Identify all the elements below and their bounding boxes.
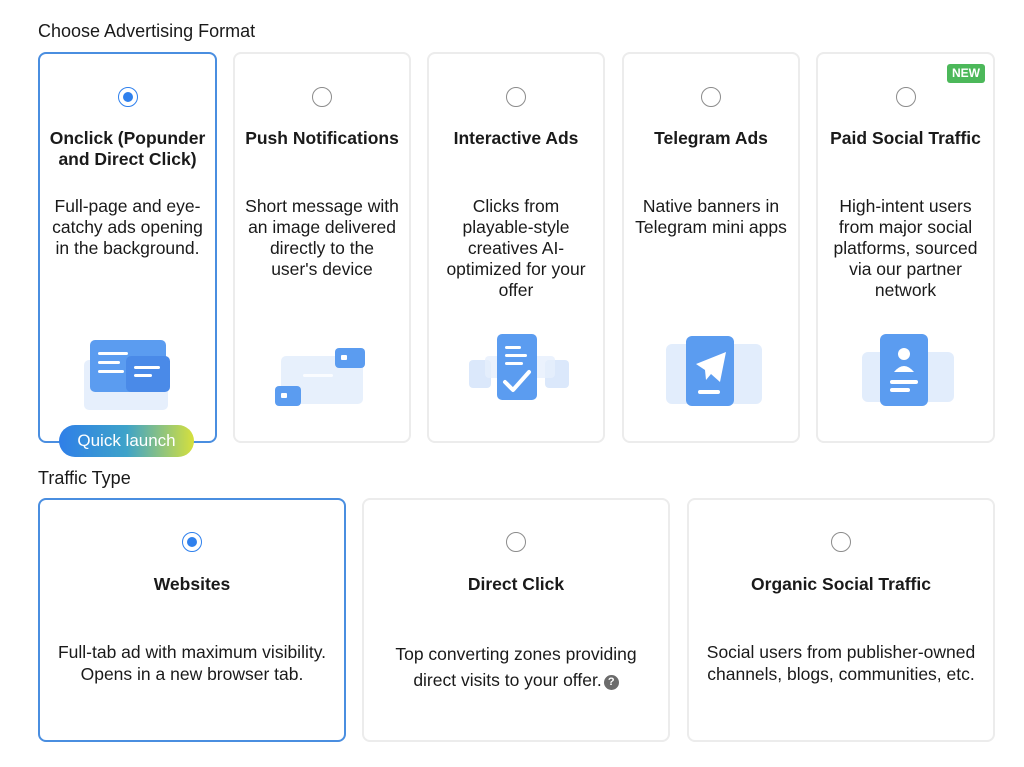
card-title: Onclick (Popunder and Direct Click): [49, 128, 206, 169]
telegram-ads-radio[interactable]: [701, 87, 721, 107]
advertising-format-heading: Choose Advertising Format: [38, 21, 256, 41]
paid-social-traffic-radio[interactable]: [896, 87, 916, 107]
traffic-card-websites[interactable]: Websites Full-tab ad with maximum visibi…: [38, 498, 346, 742]
card-description: Top converting zones providing direct vi…: [395, 644, 637, 690]
checklist-document-icon: [469, 334, 569, 400]
card-title: Telegram Ads: [654, 128, 768, 148]
card-description: Full-page and eye-catchy ads opening in …: [52, 196, 203, 258]
card-description: High-intent users from major social plat…: [833, 196, 978, 300]
quick-launch-badge: Quick launch: [59, 425, 194, 457]
notification-popups-icon: [275, 348, 365, 406]
onclick-radio[interactable]: [118, 87, 138, 107]
card-title: Push Notifications: [245, 128, 399, 148]
format-card-push-notifications[interactable]: Push Notifications Short message with an…: [233, 52, 411, 443]
push-notifications-radio[interactable]: [312, 87, 332, 107]
card-title: Interactive Ads: [453, 128, 579, 148]
card-title: Paid Social Traffic: [830, 128, 981, 148]
organic-social-traffic-radio[interactable]: [831, 532, 851, 552]
format-card-onclick[interactable]: Onclick (Popunder and Direct Click) Full…: [38, 52, 217, 443]
card-description: Native banners in Telegram mini apps: [635, 196, 787, 237]
help-icon[interactable]: ?: [603, 675, 619, 690]
new-badge: NEW: [947, 64, 985, 83]
card-title: Organic Social Traffic: [751, 574, 931, 594]
interactive-ads-radio[interactable]: [506, 87, 526, 107]
card-description-wrapper: Top converting zones providing direct vi…: [372, 641, 660, 693]
format-card-telegram-ads[interactable]: Telegram Ads Native banners in Telegram …: [622, 52, 800, 443]
traffic-type-heading: Traffic Type: [38, 468, 131, 488]
direct-click-radio[interactable]: [506, 532, 526, 552]
card-description: Full-tab ad with maximum visibility. Ope…: [57, 642, 327, 684]
websites-radio[interactable]: [182, 532, 202, 552]
format-card-interactive-ads[interactable]: Interactive Ads Clicks from playable-sty…: [427, 52, 605, 443]
card-description: Social users from publisher-owned channe…: [706, 642, 976, 684]
browser-windows-icon: [84, 340, 170, 410]
traffic-card-direct-click[interactable]: Direct Click Top converting zones provid…: [362, 498, 670, 742]
telegram-plane-icon: [666, 336, 762, 406]
traffic-card-organic-social-traffic[interactable]: Organic Social Traffic Social users from…: [687, 498, 995, 742]
card-description: Short message with an image delivered di…: [245, 196, 399, 279]
card-title: Direct Click: [467, 574, 565, 594]
social-profile-icon: [862, 334, 954, 406]
card-title: Websites: [153, 574, 231, 594]
card-description: Clicks from playable-style creatives AI-…: [446, 196, 586, 300]
format-card-paid-social-traffic[interactable]: NEW Paid Social Traffic High-intent user…: [816, 52, 995, 443]
